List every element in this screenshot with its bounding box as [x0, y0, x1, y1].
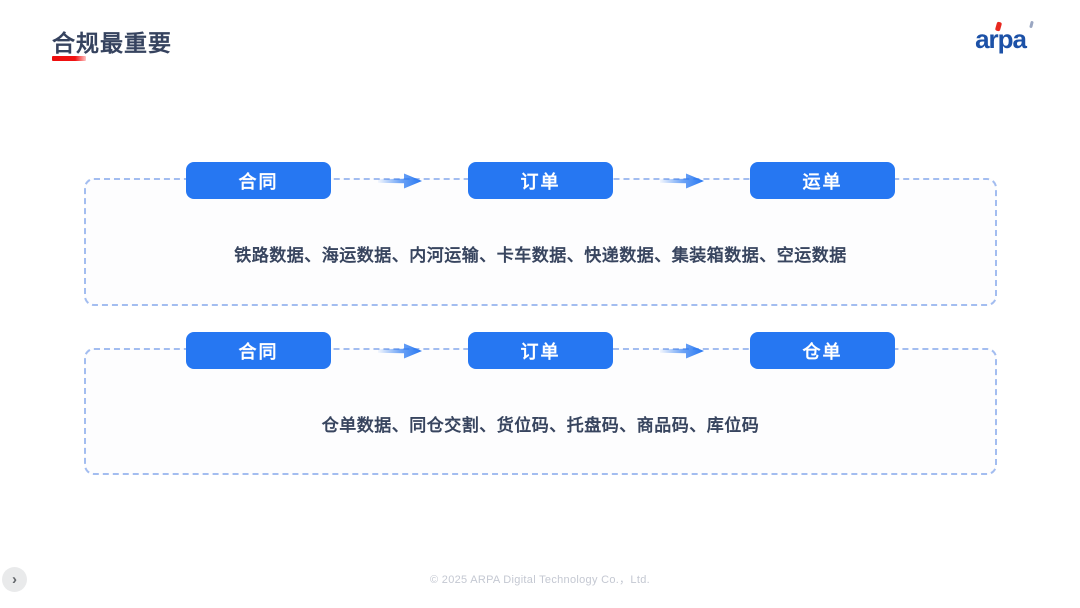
flow-arrow-icon: [659, 173, 704, 188]
page-title: 合规最重要: [52, 30, 172, 56]
flow-arrow-icon: [377, 173, 422, 188]
next-page-button[interactable]: ›: [2, 567, 27, 592]
title-underline: [52, 56, 86, 61]
logo-text: arpa: [975, 24, 1027, 54]
flow-description: 仓单数据、同仓交割、货位码、托盘码、商品码、库位码: [321, 416, 760, 435]
flow-box-transport: 合同 订单 运单 铁路数据、海运数据、内河运输、卡车数据、快递数据、集装箱数据、…: [84, 162, 997, 306]
step-pill-waybill: 运单: [750, 162, 895, 199]
arpa-logo: arpa: [975, 20, 1034, 54]
step-pill-contract: 合同: [186, 162, 331, 199]
step-pill-order: 订单: [468, 332, 613, 369]
step-pill-warehouse-receipt: 仓单: [750, 332, 895, 369]
arrow-gap: [331, 172, 468, 190]
chevron-right-icon: ›: [12, 571, 17, 588]
arrow-gap: [613, 342, 750, 360]
step-pill-contract: 合同: [186, 332, 331, 369]
copyright-text: © 2025 ARPA Digital Technology Co.，Ltd.: [430, 574, 650, 586]
arrow-gap: [613, 172, 750, 190]
step-pill-order: 订单: [468, 162, 613, 199]
flow-description: 铁路数据、海运数据、内河运输、卡车数据、快递数据、集装箱数据、空运数据: [234, 246, 847, 265]
flow-arrow-icon: [377, 343, 422, 358]
flow-arrow-icon: [659, 343, 704, 358]
logo-trademark-tick-icon: [1029, 20, 1034, 29]
flow-box-warehouse: 合同 订单 仓单 仓单数据、同仓交割、货位码、托盘码、商品码、库位码: [84, 332, 997, 475]
steps-row: 合同 订单 仓单: [186, 332, 895, 369]
steps-row: 合同 订单 运单: [186, 162, 895, 199]
arrow-gap: [331, 342, 468, 360]
